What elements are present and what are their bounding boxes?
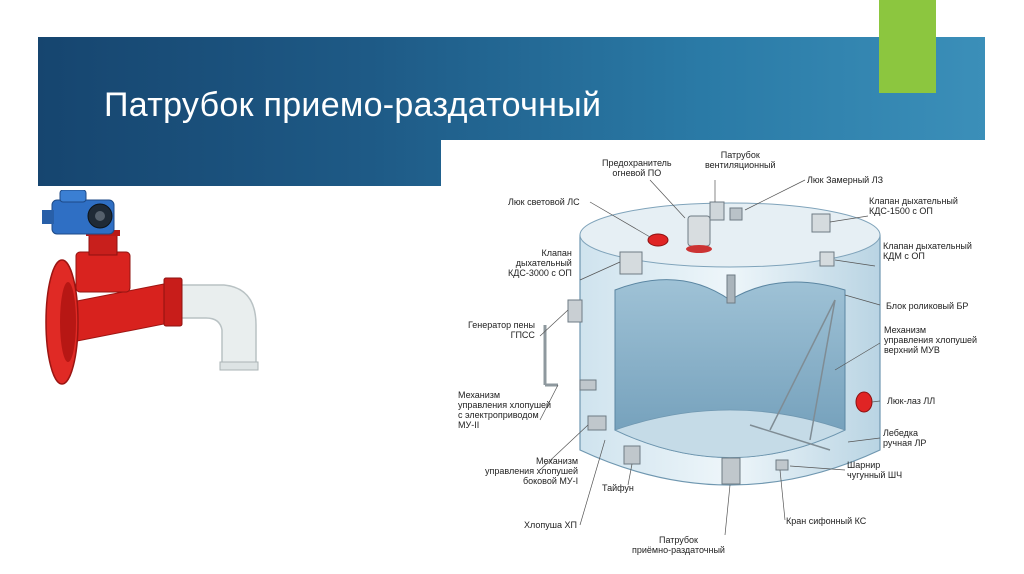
label-generator-peny: Генератор пены ГПСС — [468, 320, 535, 340]
slide-title: Патрубок приемо-раздаточный — [104, 86, 601, 125]
label-luk-zamernyi: Люк Замерный ЛЗ — [807, 175, 883, 185]
label-klapan-kdm: Клапан дыхательный КДМ с ОП — [883, 241, 972, 261]
label-taifun: Тайфун — [602, 483, 634, 493]
label-luk-svetovoi: Люк световой ЛС — [508, 197, 580, 207]
label-blok-rolikovyi: Блок роликовый БР — [886, 301, 968, 311]
label-mehanizm-mu2: Механизм управления хлопушей с электропр… — [458, 390, 551, 430]
label-sharnir: Шарнир чугунный ШЧ — [847, 460, 902, 480]
valve-pipe-illustration — [34, 190, 264, 395]
label-patrubok-priemo: Патрубок приёмно-раздаточный — [632, 535, 725, 555]
label-mehanizm-muv: Механизм управления хлопушей верхний МУВ — [884, 325, 977, 355]
green-accent-bar — [879, 0, 936, 93]
label-klapan-kds3000: Клапан дыхательный КДС-3000 с ОП — [508, 248, 572, 278]
label-lebedka: Лебедка ручная ЛР — [883, 428, 926, 448]
label-hlopusha: Хлопуша ХП — [524, 520, 577, 530]
label-patrubok-vent: Патрубок вентиляционный — [705, 150, 776, 170]
label-klapan-kds1500: Клапан дыхательный КДС-1500 с ОП — [869, 196, 958, 216]
label-kran-sifonnyi: Кран сифонный КС — [786, 516, 866, 526]
label-predohranitel: Предохранитель огневой ПО — [602, 158, 672, 178]
label-mehanizm-mu1: Механизм управления хлопушей боковой МУ-… — [485, 456, 578, 486]
label-luk-laz: Люк-лаз ЛЛ — [887, 396, 935, 406]
